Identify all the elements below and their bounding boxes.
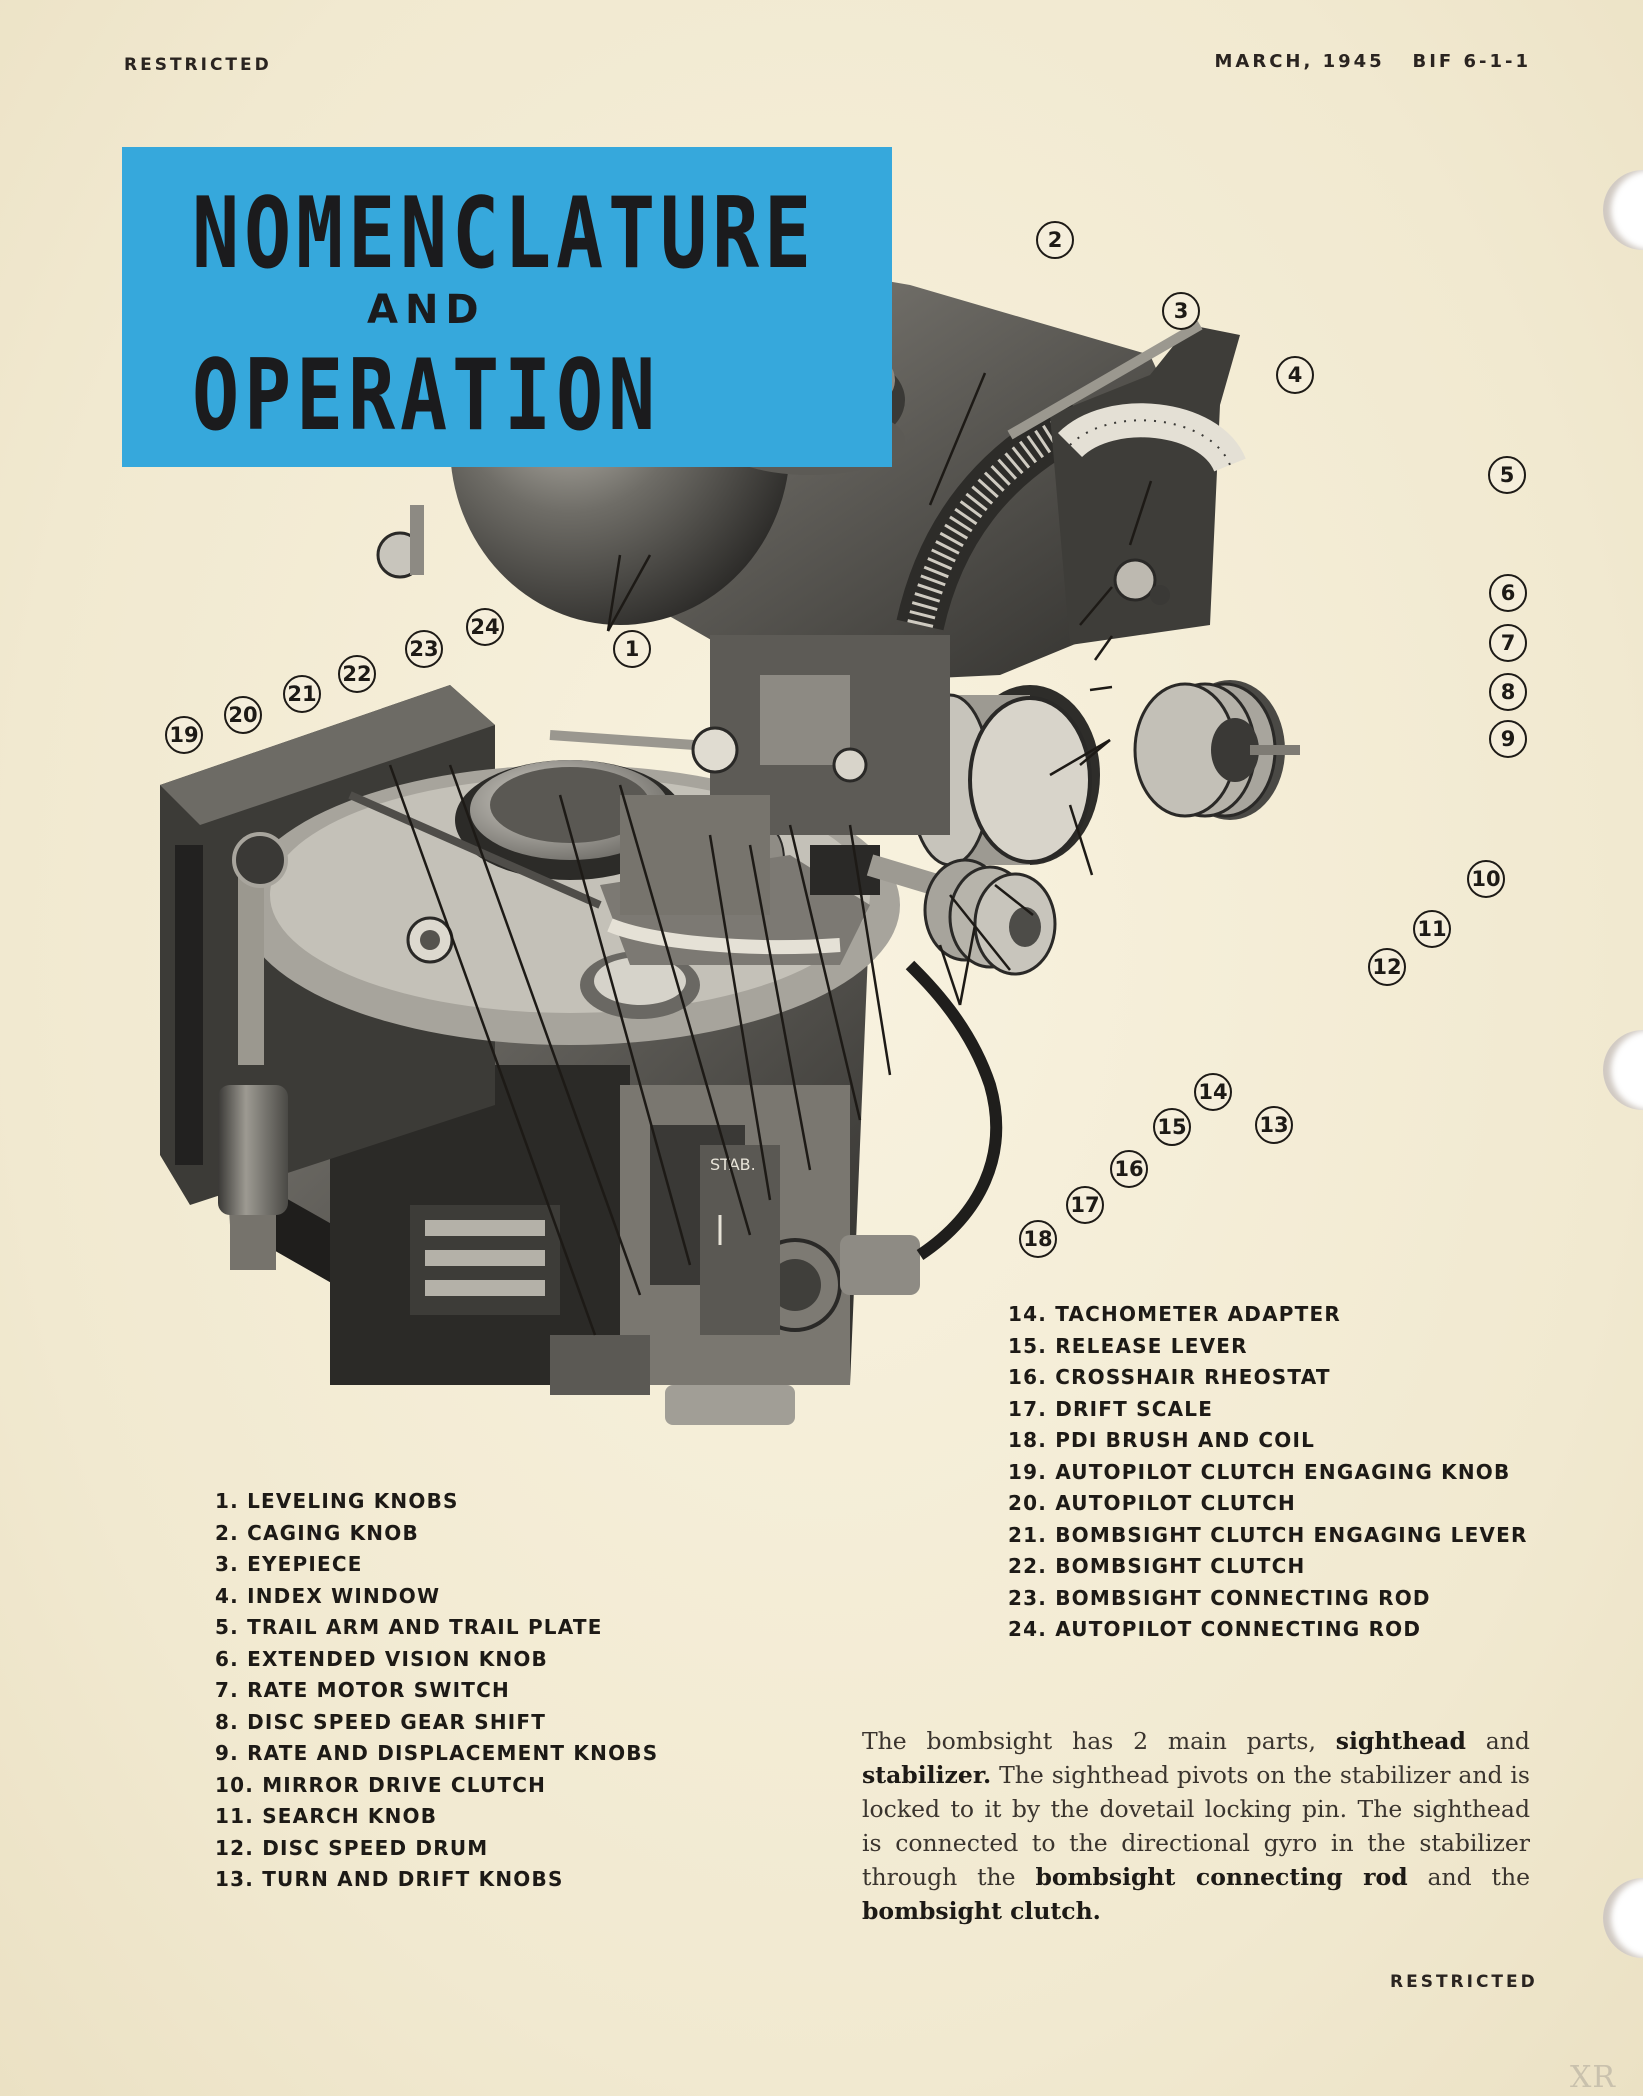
- callout-21: 21: [283, 675, 321, 713]
- footer-restricted-mark: RESTRICTED: [1390, 1972, 1538, 1992]
- list-item: 13. TURN AND DRIFT KNOBS: [215, 1867, 564, 1891]
- binder-hole: [1603, 1878, 1643, 1958]
- callout-18: 18: [1019, 1220, 1057, 1258]
- list-item: 22. BOMBSIGHT CLUTCH: [1008, 1554, 1306, 1578]
- list-item: 19. AUTOPILOT CLUTCH ENGAGING KNOB: [1008, 1459, 1511, 1484]
- list-item: 8. DISC SPEED GEAR SHIFT: [215, 1709, 547, 1734]
- callout-11: 11: [1413, 910, 1451, 948]
- list-item: 17. DRIFT SCALE: [1008, 1396, 1214, 1421]
- list-item: 24. AUTOPILOT CONNECTING ROD: [1008, 1617, 1422, 1641]
- list-item: 20. AUTOPILOT CLUTCH: [1008, 1491, 1296, 1515]
- paragraph-bold-term: stabilizer.: [862, 1760, 992, 1789]
- callout-7: 7: [1489, 624, 1527, 662]
- page-title-line-3: OPERATION: [192, 339, 661, 453]
- callout-8: 8: [1489, 673, 1527, 711]
- callout-16: 16: [1110, 1150, 1148, 1188]
- list-item: 11. SEARCH KNOB: [215, 1804, 438, 1828]
- paragraph-text: and: [1465, 1726, 1530, 1755]
- list-item: 12. DISC SPEED DRUM: [215, 1835, 489, 1860]
- nomenclature-list-right: 14. TACHOMETER ADAPTER 15. RELEASE LEVER…: [1008, 1299, 1528, 1646]
- list-item: 1. LEVELING KNOBS: [215, 1489, 459, 1513]
- callout-17: 17: [1066, 1186, 1104, 1224]
- paragraph-bold-term: sighthead: [1335, 1726, 1466, 1755]
- callout-5: 5: [1488, 456, 1526, 494]
- title-box: NOMENCLATURE AND OPERATION: [122, 147, 892, 467]
- body-paragraph: The bombsight has 2 main parts, sighthea…: [862, 1724, 1530, 1928]
- list-item: 3. EYEPIECE: [215, 1552, 363, 1576]
- callout-13: 13: [1255, 1106, 1293, 1144]
- list-item: 7. RATE MOTOR SWITCH: [215, 1678, 510, 1702]
- callout-19: 19: [165, 716, 203, 754]
- callout-10: 10: [1467, 860, 1505, 898]
- page-title-line-1: NOMENCLATURE: [192, 177, 817, 291]
- watermark: XR: [1570, 2060, 1616, 2095]
- list-item: 6. EXTENDED VISION KNOB: [215, 1646, 548, 1671]
- header-date-doc-id: MARCH, 1945 BIF 6-1-1: [1214, 51, 1531, 72]
- list-item: 15. RELEASE LEVER: [1008, 1333, 1248, 1358]
- list-item: 21. BOMBSIGHT CLUTCH ENGAGING LEVER: [1008, 1522, 1528, 1547]
- paragraph-text: and the: [1407, 1862, 1531, 1891]
- paragraph-bold-term: bombsight clutch.: [862, 1896, 1101, 1925]
- callout-24: 24: [466, 608, 504, 646]
- nomenclature-list-left: 1. LEVELING KNOBS 2. CAGING KNOB 3. EYEP…: [215, 1486, 658, 1896]
- list-item: 4. INDEX WINDOW: [215, 1583, 441, 1608]
- list-item: 10. MIRROR DRIVE CLUTCH: [215, 1772, 547, 1797]
- list-item: 14. TACHOMETER ADAPTER: [1008, 1302, 1341, 1326]
- callout-23: 23: [405, 630, 443, 668]
- callout-1: 1: [613, 630, 651, 668]
- list-item: 5. TRAIL ARM AND TRAIL PLATE: [215, 1615, 603, 1639]
- binder-hole: [1603, 1030, 1643, 1110]
- paragraph-text: The sighthead pivots on the stabilizer a…: [862, 1760, 1530, 1891]
- list-item: 23. BOMBSIGHT CONNECTING ROD: [1008, 1585, 1431, 1610]
- svg-text:STAB.: STAB.: [710, 1155, 756, 1174]
- list-item: 9. RATE AND DISPLACEMENT KNOBS: [215, 1741, 659, 1765]
- callout-3: 3: [1162, 292, 1200, 330]
- callout-22: 22: [338, 655, 376, 693]
- paragraph-bold-term: bombsight connecting rod: [1035, 1862, 1408, 1891]
- list-item: 2. CAGING KNOB: [215, 1520, 419, 1545]
- callout-2: 2: [1036, 221, 1074, 259]
- callout-14: 14: [1194, 1073, 1232, 1111]
- paragraph-text: The bombsight has 2 main parts,: [862, 1726, 1336, 1755]
- callout-4: 4: [1276, 356, 1314, 394]
- callout-9: 9: [1489, 720, 1527, 758]
- callout-6: 6: [1489, 574, 1527, 612]
- page-title-line-2: AND: [367, 287, 486, 333]
- list-item: 18. PDI BRUSH AND COIL: [1008, 1428, 1316, 1452]
- callout-12: 12: [1368, 948, 1406, 986]
- callout-15: 15: [1153, 1108, 1191, 1146]
- binder-hole: [1603, 170, 1643, 250]
- list-item: 16. CROSSHAIR RHEOSTAT: [1008, 1365, 1331, 1389]
- header-restricted-mark: RESTRICTED: [124, 55, 272, 75]
- callout-20: 20: [224, 696, 262, 734]
